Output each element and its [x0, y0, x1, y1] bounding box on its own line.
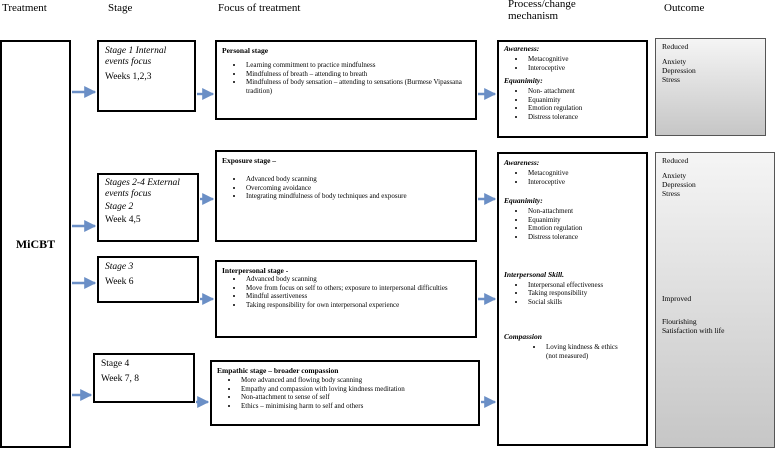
- list-item: Emotion regulation: [526, 104, 641, 113]
- stage-2-subtitle: Stage 2: [105, 202, 134, 212]
- stage-3-box: Stage 3 Week 6: [97, 256, 199, 303]
- mechanism-top-equanimity-list: Non- attachment Equanimity Emotion regul…: [504, 87, 641, 121]
- outcome-bottom-improved-item: Satisfaction with life: [662, 326, 725, 335]
- outcome-top-reduced: Reduced: [662, 42, 689, 51]
- list-item: Emotion regulation: [526, 224, 641, 233]
- list-item: Mindful assertiveness: [244, 292, 470, 301]
- header-stage: Stage: [108, 2, 133, 14]
- list-item: Non-attachment: [526, 207, 641, 216]
- outcome-bottom-improved-item: Flourishing: [662, 317, 697, 326]
- stage-1-weeks: Weeks 1,2,3: [105, 72, 152, 82]
- list-item: Advanced body scanning: [244, 175, 470, 184]
- list-item: Overcoming avoidance: [244, 184, 470, 193]
- list-item: Distress tolerance: [526, 113, 641, 122]
- focus-exposure-box: Exposure stage – Advanced body scanning …: [215, 150, 477, 242]
- focus-interpersonal-title: Interpersonal stage -: [222, 266, 289, 275]
- focus-personal-list: Learning commitment to practice mindfuln…: [222, 61, 470, 95]
- list-item: Mindfulness of body sensation – attendin…: [244, 78, 470, 95]
- list-item: Equanimity: [526, 96, 641, 105]
- list-item: Distress tolerance: [526, 233, 641, 242]
- treatment-label: MiCBT: [15, 236, 56, 251]
- outcome-bottom-item: Stress: [662, 189, 680, 198]
- header-treatment: Treatment: [2, 2, 47, 14]
- stage-2-weeks: Week 4,5: [105, 215, 141, 225]
- list-item: Interpersonal effectiveness: [526, 281, 641, 290]
- mechanism-bottom-awareness-title: Awareness:: [504, 158, 540, 167]
- outcome-top-item: Anxiety: [662, 57, 687, 66]
- mechanism-bottom-compassion-list: Loving kindness & ethics (not measured): [504, 343, 641, 360]
- list-item: Ethics – minimising harm to self and oth…: [239, 402, 473, 411]
- list-item: Taking responsibility: [526, 289, 641, 298]
- focus-empathic-title: Empathic stage – broader compassion: [217, 366, 339, 375]
- stage-1-title: Stage 1 Internal events focus: [105, 46, 167, 67]
- list-item: Equanimity: [526, 216, 641, 225]
- stage-1-box: Stage 1 Internal events focus Weeks 1,2,…: [97, 40, 196, 112]
- list-item: Metacognitive: [526, 169, 641, 178]
- list-item: Mindfulness of breath – attending to bre…: [244, 70, 470, 79]
- list-item: Empathy and compassion with loving kindn…: [239, 385, 473, 394]
- focus-personal-box: Personal stage Learning commitment to pr…: [215, 40, 477, 120]
- outcome-top-box: Reduced Anxiety Depression Stress: [655, 38, 766, 136]
- outcome-bottom-reduced: Reduced: [662, 156, 689, 165]
- mechanism-bottom-compassion-title: Compassion: [504, 332, 542, 342]
- focus-exposure-list: Advanced body scanning Overcoming avoida…: [222, 175, 470, 201]
- mechanism-top-awareness-title: Awareness:: [504, 44, 540, 53]
- list-item: Interoceptive: [526, 178, 641, 187]
- outcome-top-item: Depression: [662, 66, 696, 75]
- list-item: Metacognitive: [526, 55, 641, 64]
- focus-interpersonal-box: Interpersonal stage - Advanced body scan…: [215, 260, 477, 338]
- focus-interpersonal-list: Advanced body scanning Move from focus o…: [222, 275, 470, 309]
- list-item: Integrating mindfulness of body techniqu…: [244, 192, 470, 201]
- list-item: Advanced body scanning: [244, 275, 470, 284]
- mechanism-bottom-box: Awareness: Metacognitive Interoceptive E…: [497, 152, 648, 446]
- header-focus: Focus of treatment: [218, 2, 301, 14]
- outcome-top-item: Stress: [662, 75, 680, 84]
- outcome-bottom-improved: Improved: [662, 294, 692, 303]
- list-item: Learning commitment to practice mindfuln…: [244, 61, 470, 70]
- focus-exposure-title: Exposure stage –: [222, 156, 277, 165]
- list-item: Move from focus on self to others; expos…: [244, 284, 470, 293]
- stage-3-title: Stage 3: [105, 262, 134, 272]
- mechanism-bottom-equanimity-title: Equanimity:: [504, 196, 543, 206]
- focus-empathic-list: More advanced and flowing body scanning …: [217, 376, 473, 410]
- stage-3-weeks: Week 6: [105, 277, 134, 287]
- list-item: Social skills: [526, 298, 641, 307]
- stage-2-box: Stages 2-4 External events focus Stage 2…: [97, 173, 199, 242]
- focus-empathic-box: Empathic stage – broader compassion More…: [210, 360, 480, 426]
- list-item: Taking responsibility for own interperso…: [244, 301, 470, 310]
- stage-2-title: Stages 2-4 External events focus: [105, 178, 180, 199]
- treatment-box: MiCBT: [0, 40, 71, 448]
- stage-4-weeks: Week 7, 8: [101, 374, 140, 384]
- outcome-bottom-item: Anxiety: [662, 171, 687, 180]
- mechanism-bottom-interpersonal-title: Interpersonal Skill.: [504, 269, 565, 279]
- list-item: Interoceptive: [526, 64, 641, 73]
- list-item: Non- attachment: [526, 87, 641, 96]
- mechanism-bottom-awareness-list: Metacognitive Interoceptive: [504, 169, 641, 186]
- outcome-bottom-item: Depression: [662, 180, 696, 189]
- list-item: More advanced and flowing body scanning: [239, 376, 473, 385]
- list-item: Non-attachment to sense of self: [239, 393, 473, 402]
- stage-4-box: Stage 4 Week 7, 8: [93, 353, 195, 403]
- mechanism-top-equanimity-title: Equanimity:: [504, 76, 543, 86]
- outcome-bottom-box: Reduced Anxiety Depression Stress Improv…: [655, 152, 775, 448]
- focus-personal-title: Personal stage: [222, 46, 269, 55]
- header-outcome: Outcome: [664, 2, 705, 14]
- stage-4-title: Stage 4: [101, 359, 130, 369]
- header-process: Process/change mechanism: [508, 0, 576, 22]
- mechanism-top-box: Awareness: Metacognitive Interoceptive E…: [497, 40, 648, 138]
- list-item: Loving kindness & ethics (not measured): [544, 343, 621, 360]
- mechanism-top-awareness-list: Metacognitive Interoceptive: [504, 55, 641, 72]
- mechanism-bottom-equanimity-list: Non-attachment Equanimity Emotion regula…: [504, 207, 641, 241]
- mechanism-bottom-interpersonal-list: Interpersonal effectiveness Taking respo…: [504, 281, 641, 307]
